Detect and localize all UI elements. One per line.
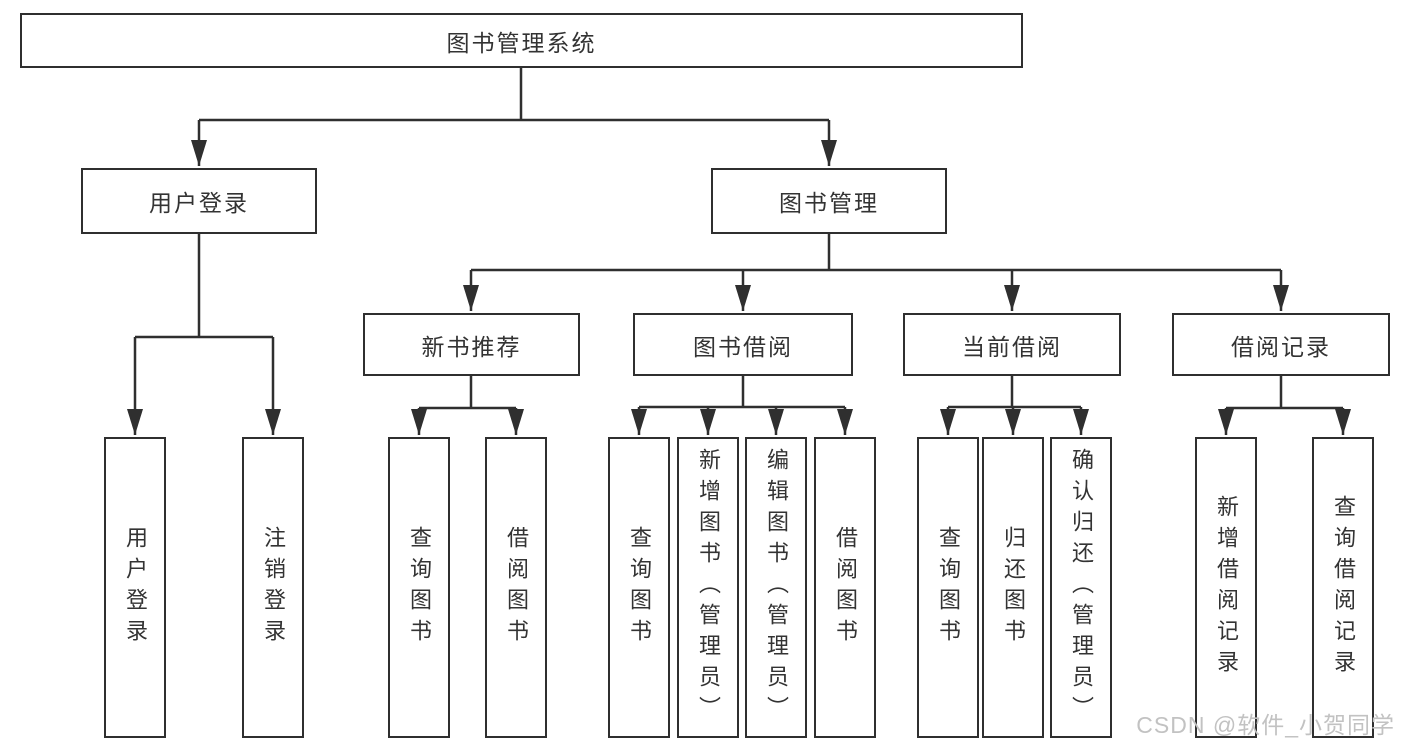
- node-book-borrowing: 图书借阅: [633, 313, 853, 376]
- leaf-nbr-borrow-books: 借阅图书: [485, 437, 547, 738]
- node-label: 新增图书（管理员）: [696, 448, 721, 727]
- node-label: 借阅图书: [504, 525, 529, 650]
- node-label: 查询图书: [936, 525, 961, 650]
- node-label: 查询借阅记录: [1331, 494, 1356, 681]
- connector-book-borrow-split: [639, 376, 845, 409]
- node-label: 查询图书: [407, 525, 432, 650]
- node-new-book-recommendation: 新书推荐: [363, 313, 580, 376]
- node-label: 图书管理: [779, 190, 879, 216]
- node-label: 当前借阅: [962, 333, 1062, 360]
- node-label: 新增借阅记录: [1214, 494, 1239, 681]
- node-user-login: 用户登录: [81, 168, 317, 234]
- node-label: 借阅图书: [833, 525, 858, 650]
- node-label: 图书管理系统: [446, 29, 597, 56]
- connector-user-login-split: [135, 234, 273, 339]
- leaf-user-login: 用户登录: [104, 437, 166, 738]
- node-label: 编辑图书（管理员）: [764, 448, 789, 727]
- node-label: 归还图书: [1001, 525, 1026, 650]
- csdn-watermark: CSDN @软件_小贺同学: [1136, 712, 1395, 738]
- leaf-cb-query-books: 查询图书: [917, 437, 979, 738]
- leaf-cb-confirm-return-admin: 确认归还（管理员）: [1050, 437, 1112, 738]
- connector-new-book-rec-split: [419, 376, 516, 410]
- node-book-management: 图书管理: [711, 168, 947, 234]
- leaf-bb-borrow-books: 借阅图书: [814, 437, 876, 738]
- leaf-nbr-query-books: 查询图书: [388, 437, 450, 738]
- node-label: 新书推荐: [421, 333, 522, 360]
- node-label: 用户登录: [123, 525, 148, 650]
- node-label: 查询图书: [627, 525, 652, 650]
- leaf-bb-edit-books-admin: 编辑图书（管理员）: [745, 437, 807, 738]
- leaf-bb-query-books: 查询图书: [608, 437, 670, 738]
- node-library-management-system: 图书管理系统: [20, 13, 1023, 68]
- connector-book-management-split: [471, 234, 1281, 272]
- node-label: 借阅记录: [1231, 333, 1331, 360]
- node-label: 图书借阅: [693, 333, 793, 360]
- connector-borrow-records-split: [1226, 376, 1343, 410]
- node-label: 注销登录: [261, 525, 286, 650]
- leaf-br-query-record: 查询借阅记录: [1312, 437, 1374, 738]
- leaf-br-add-record: 新增借阅记录: [1195, 437, 1257, 738]
- connector-root-split: [199, 66, 829, 122]
- connector-current-borrow-split: [948, 376, 1081, 409]
- node-label: 确认归还（管理员）: [1069, 448, 1094, 727]
- leaf-bb-add-books-admin: 新增图书（管理员）: [677, 437, 739, 738]
- leaf-cb-return-books: 归还图书: [982, 437, 1044, 738]
- leaf-logout: 注销登录: [242, 437, 304, 738]
- node-borrowing-records: 借阅记录: [1172, 313, 1390, 376]
- node-label: 用户登录: [149, 190, 249, 216]
- node-current-borrowing: 当前借阅: [903, 313, 1121, 376]
